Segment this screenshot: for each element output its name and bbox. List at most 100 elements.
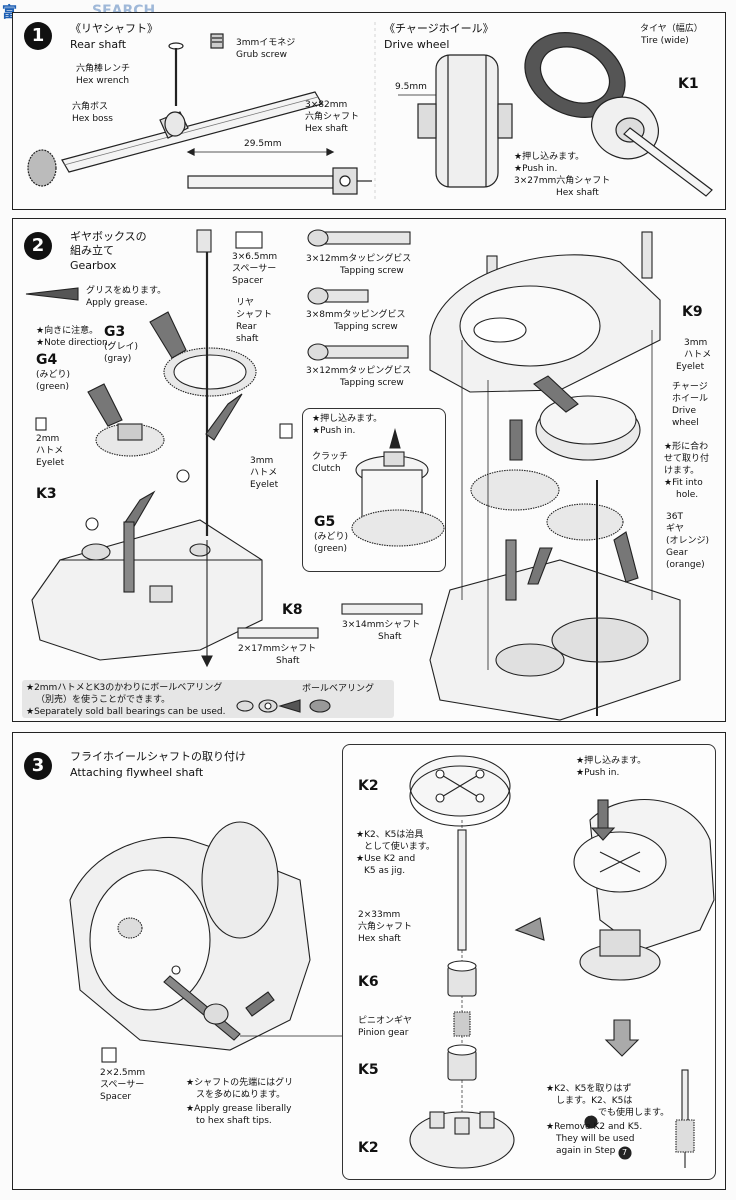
jig-note-jp1: ★K2、K5は治具	[356, 830, 424, 840]
screw3-jp: 3×12mmタッピングビス	[306, 366, 412, 376]
gear36-jp: ギヤ	[666, 524, 685, 534]
hex-shaft-82-en: Hex shaft	[305, 124, 348, 134]
rear-shaft-en2: shaft	[236, 334, 259, 344]
eyelet-3mm-size: 3mm	[250, 456, 274, 466]
bearing-note-jp2: （別売）を使うことができます。	[36, 695, 171, 705]
hex-shaft-27-en: Hex shaft	[556, 188, 599, 198]
part-g3: G3	[104, 324, 126, 340]
remove-en1: ★Remove K2 and K5.	[546, 1122, 643, 1132]
remove-en2: They will be used	[556, 1134, 635, 1144]
push-in-jp-2: ★押し込みます。	[312, 414, 383, 424]
drive-wheel-jp2: ホイール	[672, 394, 709, 404]
eyelet-3mm-b-en: Eyelet	[676, 362, 705, 372]
clutch-en: Clutch	[312, 464, 341, 474]
spacer-jp: スペーサー	[232, 264, 277, 274]
bearing-note-box	[22, 680, 394, 718]
push-in-en-2: ★Push in.	[312, 426, 356, 436]
hex-boss-en: Hex boss	[72, 114, 113, 124]
screw3-en: Tapping screw	[340, 378, 404, 388]
eyelet-3mm-b-jp: ハトメ	[684, 350, 712, 360]
part-g5: G5	[314, 514, 336, 530]
jig-note-jp2: として使います。	[364, 842, 435, 852]
spacer-size: 3×6.5mm	[232, 252, 278, 262]
screw1-jp: 3×12mmタッピングビス	[306, 254, 412, 264]
clutch-jp: クラッチ	[312, 452, 349, 462]
rear-shaft-en1: Rear	[236, 322, 257, 332]
fit-jp3: けます。	[664, 466, 700, 476]
bearing-note-en: ★Separately sold ball bearings can be us…	[26, 707, 226, 717]
hex-boss-jp: 六角ボス	[72, 102, 109, 112]
eyelet-3mm-en: Eyelet	[250, 480, 279, 490]
push-in-en-1: ★Push in.	[514, 164, 558, 174]
tire-jp: タイヤ（幅広）	[640, 24, 703, 34]
shaft-3x14-size: 3×14mmシャフト	[342, 620, 421, 630]
step2-number: 2	[24, 232, 52, 260]
step3-title-jp: フライホイールシャフトの取り付け	[70, 750, 246, 763]
hex-shaft-233-size: 2×33mm	[358, 910, 401, 920]
step3-number: 3	[24, 752, 52, 780]
step1-number: 1	[24, 22, 52, 50]
spacer-2x25-en: Spacer	[100, 1092, 132, 1102]
part-k6: K6	[358, 974, 379, 990]
push-in-jp-1: ★押し込みます。	[514, 152, 585, 162]
g5-en: (green)	[314, 544, 348, 554]
drive-wheel-en: Drive wheel	[384, 38, 450, 51]
remove-jp2: します。K2、K5は	[556, 1096, 633, 1106]
step-ref-jp: 7	[588, 1109, 594, 1118]
gear36-count: 36T	[666, 512, 683, 522]
fit-jp2: せて取り付	[664, 454, 710, 464]
grub-screw-jp: 3mmイモネジ	[236, 38, 296, 48]
part-g4: G4	[36, 352, 58, 368]
gear36-en: Gear	[666, 548, 688, 558]
push-in-jp-3: ★押し込みます。	[576, 756, 647, 766]
dimension-29-5: 29.5mm	[244, 139, 282, 149]
shaft-2x17-size: 2×17mmシャフト	[238, 644, 317, 654]
hex-wrench-jp: 六角棒レンチ	[76, 64, 131, 74]
screw2-jp: 3×8mmタッピングビス	[306, 310, 406, 320]
spacer-en: Spacer	[232, 276, 264, 286]
part-k2-top: K2	[358, 778, 379, 794]
step2-title-jp2: 組み立て	[70, 244, 114, 257]
gear36-color-jp: (オレンジ)	[666, 536, 710, 546]
step2-title-jp1: ギヤボックスの	[70, 230, 147, 243]
step1-rear-shaft-en: Rear shaft	[70, 38, 127, 51]
step3-title-en: Attaching flywheel shaft	[70, 766, 204, 779]
spacer-2x25-jp: スペーサー	[100, 1080, 145, 1090]
grub-screw-en: Grub screw	[236, 50, 287, 60]
eyelet-2mm-size: 2mm	[36, 434, 60, 444]
hex-shaft-233-jp: 六角シャフト	[358, 922, 413, 932]
screw1-en: Tapping screw	[340, 266, 404, 276]
part-k5: K5	[358, 1062, 379, 1078]
part-k9: K9	[682, 304, 703, 320]
bearing-note-jp1: ★2mmハトメとK3のかわりにボールベアリング	[26, 683, 223, 693]
remove-jp1: ★K2、K5を取りはず	[546, 1084, 632, 1094]
shaft-3x14-en: Shaft	[378, 632, 402, 642]
fit-en2: hole.	[676, 490, 699, 500]
remove-jp3: でも使用します。	[598, 1108, 670, 1118]
dimension-9-5: 9.5mm	[395, 82, 427, 92]
g5-jp: (みどり)	[314, 532, 349, 542]
direction-en: ★Note direction.	[36, 338, 111, 348]
hex-shaft-233-en: Hex shaft	[358, 934, 401, 944]
rear-shaft-jp2: シャフト	[236, 310, 273, 320]
grease-tip-en2: to hex shaft tips.	[196, 1116, 272, 1126]
g3-jp: (グレイ)	[104, 342, 139, 352]
drive-wheel-jp1: チャージ	[672, 382, 708, 392]
part-k2-bottom: K2	[358, 1140, 379, 1156]
tire-en: Tire (wide)	[641, 36, 689, 46]
g3-en: (gray)	[104, 354, 132, 364]
shaft-2x17-en: Shaft	[276, 656, 300, 666]
fit-en1: ★Fit into	[664, 478, 703, 488]
jig-note-en1: ★Use K2 and	[356, 854, 416, 864]
step2-title-en: Gearbox	[70, 259, 117, 272]
grease-tip-jp2: スを多めにぬります。	[196, 1090, 286, 1100]
jig-note-en2: K5 as jig.	[364, 866, 406, 876]
grease-tip-jp1: ★シャフトの先端にはグリ	[186, 1078, 294, 1088]
hex-shaft-82-jp: 六角シャフト	[305, 112, 360, 122]
part-k3: K3	[36, 486, 57, 502]
screw2-en: Tapping screw	[334, 322, 398, 332]
bearing-label-jp: ボールベアリング	[302, 684, 375, 694]
